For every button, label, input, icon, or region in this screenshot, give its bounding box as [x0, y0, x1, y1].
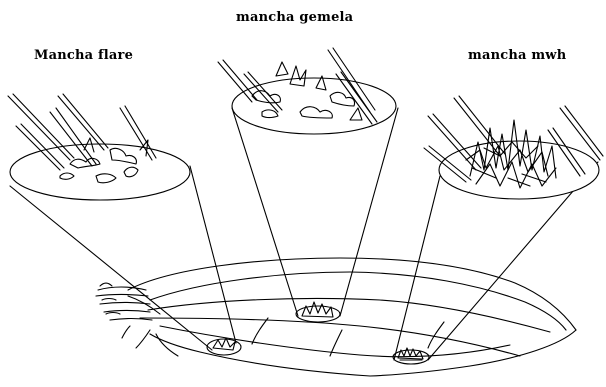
magnified-view-mwh: [424, 96, 603, 199]
label-mancha-flare: Mancha flare: [34, 48, 133, 63]
label-mancha-mwh: mancha mwh: [468, 48, 566, 63]
leaf-spot-center: [296, 302, 340, 322]
leaf-base: [96, 283, 178, 356]
label-mancha-gemela: mancha gemela: [236, 10, 353, 25]
magnified-view-flare: [8, 94, 190, 200]
leaf-outline: [128, 258, 576, 376]
magnified-view-gemela: [218, 48, 396, 134]
